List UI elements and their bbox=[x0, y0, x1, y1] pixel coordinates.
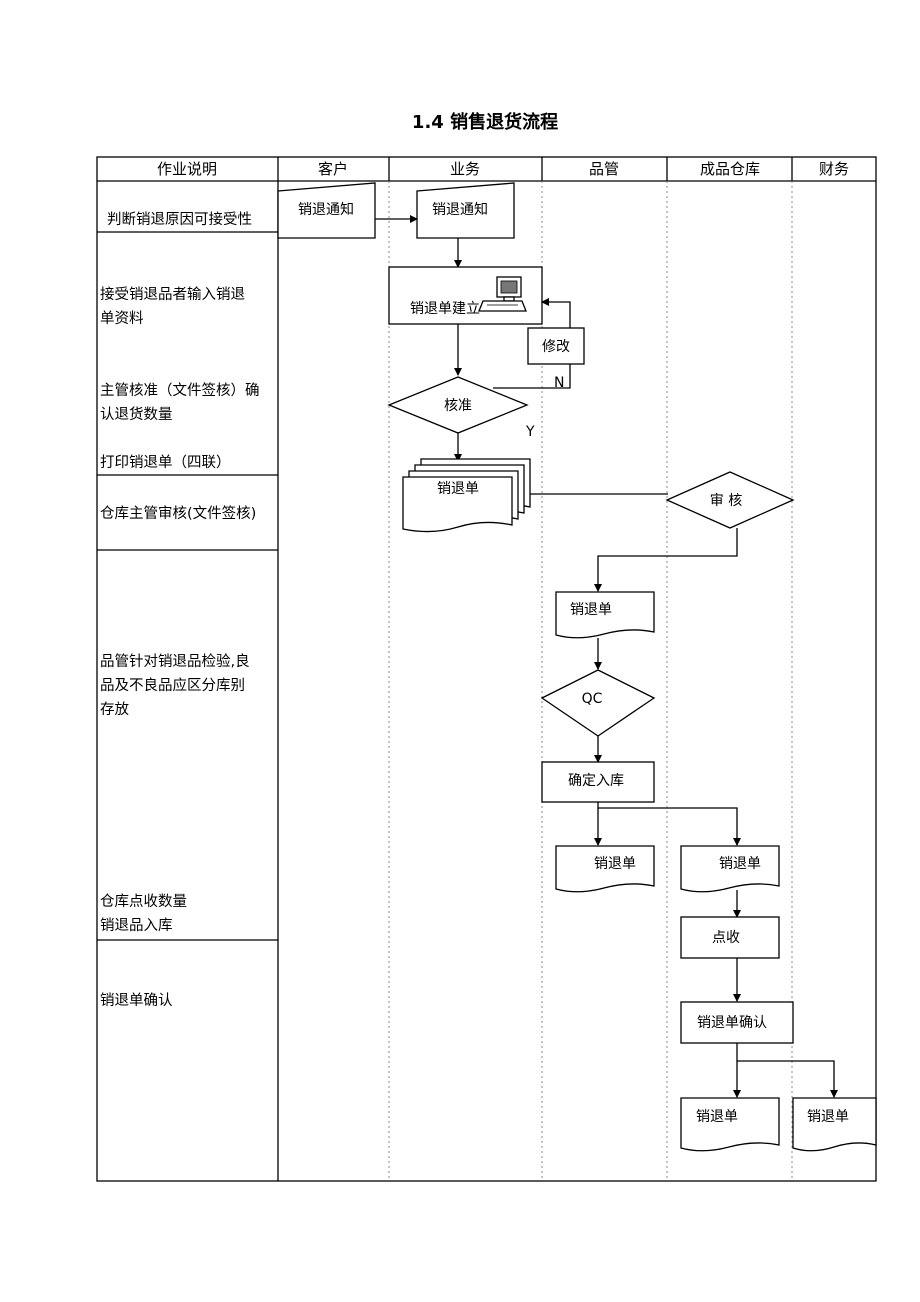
flow-arrow bbox=[736, 1043, 838, 1098]
customer-notice-shape bbox=[277, 182, 376, 239]
flow-arrow bbox=[594, 528, 738, 592]
step-desc-count-line1: 仓库点收数量 bbox=[100, 893, 187, 910]
page-title: 1.4 销售退货流程 bbox=[411, 112, 559, 133]
review-diamond bbox=[665, 471, 795, 529]
wh-final-label: 销退单 bbox=[696, 1109, 738, 1125]
approve-label: 核准 bbox=[444, 398, 472, 414]
review-label: 审 核 bbox=[710, 493, 742, 509]
count-label: 点收 bbox=[712, 930, 740, 946]
confirm-stock-box bbox=[541, 761, 655, 803]
fin-final-doc bbox=[792, 1097, 877, 1152]
qc-return-doc bbox=[555, 591, 655, 639]
column-header-finance: 财务 bbox=[819, 160, 849, 178]
modify-box bbox=[527, 327, 585, 365]
flow-arrow bbox=[597, 802, 741, 846]
print-return-label: 销退单 bbox=[437, 481, 479, 497]
qc-return-label: 销退单 bbox=[570, 602, 612, 618]
yes-label: Y bbox=[525, 424, 535, 440]
step-desc-confirm: 销退单确认 bbox=[100, 992, 173, 1009]
sales-notice-label: 销退通知 bbox=[432, 201, 488, 218]
step-desc-reason: 判断销退原因可接受性 bbox=[107, 211, 252, 228]
modify-label: 修改 bbox=[542, 339, 570, 355]
step-desc-wh-review: 仓库主管审核(文件签核) bbox=[100, 505, 256, 522]
wh-final-doc bbox=[680, 1097, 780, 1152]
column-header-description: 作业说明 bbox=[157, 160, 217, 178]
qc-copy-doc bbox=[555, 845, 655, 893]
column-header-customer: 客户 bbox=[318, 160, 348, 178]
customer-notice-label: 销退通知 bbox=[298, 201, 354, 218]
qc-label: QC bbox=[582, 691, 603, 707]
flow-arrow bbox=[541, 298, 571, 328]
step-desc-approve-line2: 认退货数量 bbox=[100, 406, 173, 423]
confirm-stock-label: 确定入库 bbox=[568, 773, 624, 789]
computer-icon bbox=[478, 276, 527, 312]
no-label: N bbox=[554, 375, 564, 391]
column-header-warehouse: 成品仓库 bbox=[700, 160, 760, 178]
step-desc-approve-line1: 主管核准（文件签核）确 bbox=[100, 382, 260, 399]
return-confirm-label: 销退单确认 bbox=[697, 1015, 767, 1031]
step-desc-input-line2: 单资料 bbox=[100, 310, 144, 327]
step-desc-qc-line3: 存放 bbox=[100, 701, 129, 718]
step-desc-qc-line1: 品管针对销退品检验,良 bbox=[100, 653, 250, 670]
fin-final-label: 销退单 bbox=[807, 1109, 849, 1125]
qc-copy-label: 销退单 bbox=[594, 856, 636, 872]
wh-copy-doc bbox=[680, 845, 780, 893]
column-header-sales: 业务 bbox=[450, 160, 480, 178]
step-desc-print: 打印销退单（四联） bbox=[100, 454, 231, 471]
wh-copy-label: 销退单 bbox=[719, 856, 761, 872]
column-header-qc: 品管 bbox=[589, 160, 619, 178]
flow-line-no bbox=[493, 364, 571, 389]
step-desc-qc-line2: 品及不良品应区分库别 bbox=[100, 676, 245, 694]
step-desc-count-line2: 销退品入库 bbox=[100, 917, 173, 934]
create-return-label: 销退单建立 bbox=[410, 301, 480, 317]
step-desc-input-line1: 接受销退品者输入销退 bbox=[100, 286, 245, 303]
count-box bbox=[680, 916, 780, 959]
print-return-multidoc bbox=[402, 458, 531, 533]
